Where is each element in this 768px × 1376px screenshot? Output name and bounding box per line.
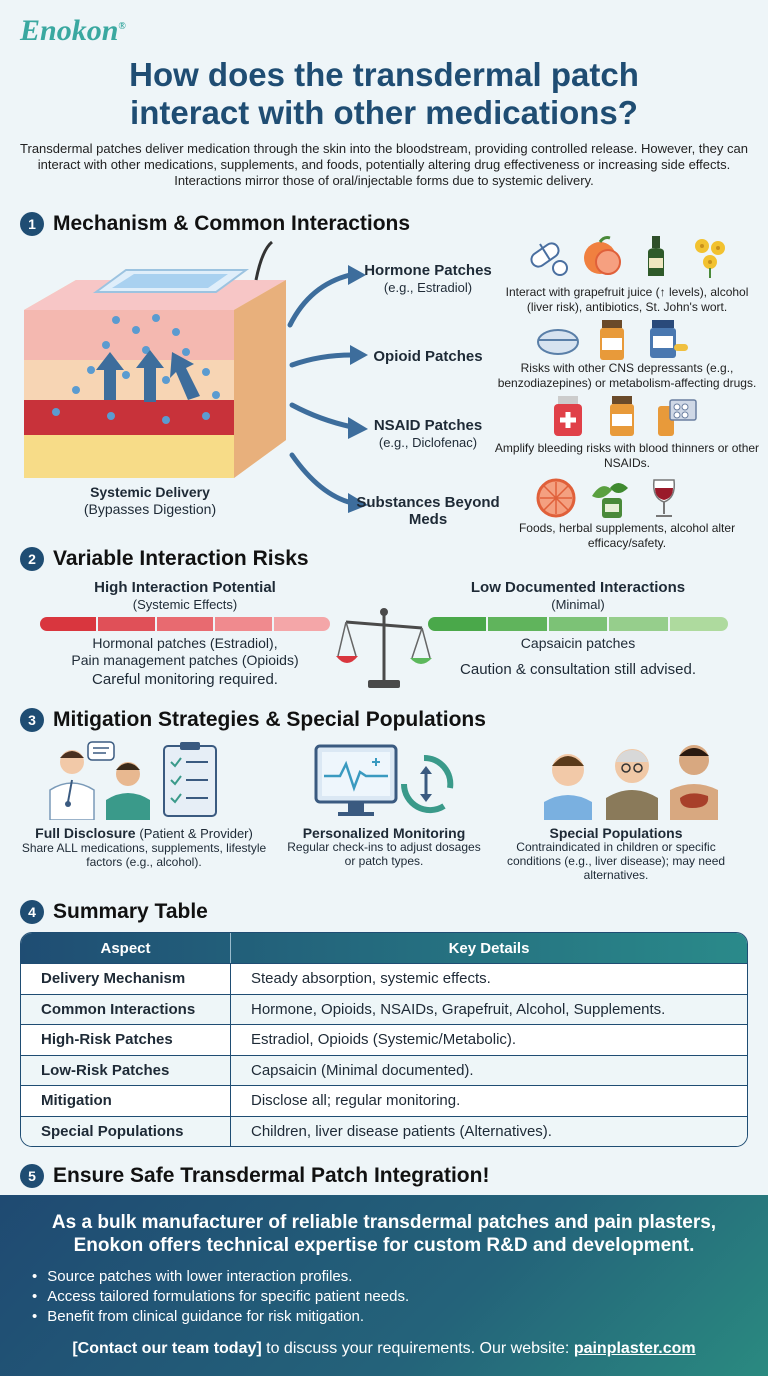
wine-glass-icon: [652, 479, 676, 517]
section-number: 5: [20, 1164, 44, 1188]
high-risk-heading: High Interaction Potential(Systemic Effe…: [94, 579, 276, 612]
pill-bottle-icon: [610, 396, 634, 436]
capsule-bottle-icon: [650, 320, 688, 358]
section-number: 2: [20, 547, 44, 571]
substances-icons: [534, 476, 686, 520]
header-aspect: Aspect: [21, 933, 231, 963]
page-title: How does the transdermal patch interact …: [129, 56, 639, 131]
section-5-heading: 5 Ensure Safe Transdermal Patch Integrat…: [20, 1164, 489, 1188]
grapefruit-icon: [536, 478, 576, 518]
grapefruit-icon: [584, 236, 621, 275]
herbal-supplement-icon: [592, 483, 628, 518]
high-risk-text: Hormonal patches (Estradiol), Pain manag…: [71, 635, 299, 688]
st-johns-wort-icon: [695, 239, 725, 278]
section-4-heading: 4 Summary Table: [20, 900, 208, 924]
low-risk-text: Capsaicin patches Caution & consultation…: [460, 635, 696, 678]
list-item: Access tailored formulations for specifi…: [47, 1287, 409, 1307]
section-3-heading: 3 Mitigation Strategies & Special Popula…: [20, 708, 486, 732]
wine-bottle-icon: [648, 236, 664, 276]
section-number: 4: [20, 900, 44, 924]
pill-bottle-icon: [600, 320, 624, 360]
intro-text: Transdermal patches deliver medication t…: [20, 141, 748, 188]
monitoring-illustration: [314, 744, 454, 816]
low-risk-heading: Low Documented Interactions(Minimal): [470, 579, 686, 612]
opioid-patches-label: Opioid Patches: [373, 348, 483, 365]
footer-cta: [Contact our team today] to discuss your…: [72, 1340, 696, 1357]
personalized-monitoring-block: Personalized Monitoring Regular check-in…: [287, 825, 481, 868]
contact-link[interactable]: [Contact our team today]: [72, 1340, 262, 1357]
nsaid-interaction-text: Amplify bleeding risks with blood thinne…: [494, 441, 760, 470]
interaction-arrows: [287, 265, 368, 513]
opioid-icons: [536, 318, 688, 362]
special-populations-block: Special Populations Contraindicated in c…: [506, 825, 726, 882]
substances-interaction-text: Foods, herbal supplements, alcohol alter…: [518, 521, 736, 550]
section-1-heading: 1 Mechanism & Common Interactions: [20, 212, 410, 236]
tablet-icon: [537, 329, 579, 355]
low-risk-bar: [428, 617, 728, 631]
hormone-patches-label: Hormone Patches(e.g., Estradiol): [364, 262, 492, 295]
medicine-bottle-icon: [554, 396, 582, 436]
high-risk-bar: [40, 617, 330, 631]
nsaid-icons: [546, 394, 698, 438]
brand-logo: Enokon®: [20, 14, 126, 47]
cta-footer: As a bulk manufacturer of reliable trans…: [0, 1195, 768, 1376]
full-disclosure-block: Full Disclosure (Patient & Provider) Sha…: [21, 825, 267, 869]
blister-pack-icon: [658, 399, 697, 436]
nsaid-patches-label: NSAID Patches(e.g., Diclofenac): [373, 417, 483, 450]
header-key-details: Key Details: [448, 939, 530, 957]
doctor-patient-illustration: [49, 741, 217, 820]
website-link[interactable]: painplaster.com: [573, 1340, 696, 1357]
special-populations-illustration: [544, 745, 718, 820]
hormone-interaction-text: Interact with grapefruit juice (↑ levels…: [505, 285, 749, 314]
section-number: 3: [20, 708, 44, 732]
balance-scale-icon: [336, 608, 432, 688]
footer-bullets: Source patches with lower interaction pr…: [47, 1267, 409, 1327]
skin-caption: Systemic Delivery(Bypasses Digestion): [83, 484, 217, 517]
list-item: Benefit from clinical guidance for risk …: [47, 1307, 409, 1327]
footer-headline: As a bulk manufacturer of reliable trans…: [51, 1212, 717, 1256]
opioid-interaction-text: Risks with other CNS depressants (e.g., …: [497, 361, 757, 390]
section-number: 1: [20, 212, 44, 236]
pills-icon: [530, 242, 568, 276]
list-item: Source patches with lower interaction pr…: [47, 1267, 409, 1287]
table-header: Aspect Key Details: [21, 933, 747, 963]
section-2-heading: 2 Variable Interaction Risks: [20, 547, 309, 571]
hormone-icons: [526, 234, 732, 278]
skin-layers-illustration: [24, 240, 286, 478]
substances-beyond-meds-label: Substances Beyond Meds: [356, 494, 500, 528]
